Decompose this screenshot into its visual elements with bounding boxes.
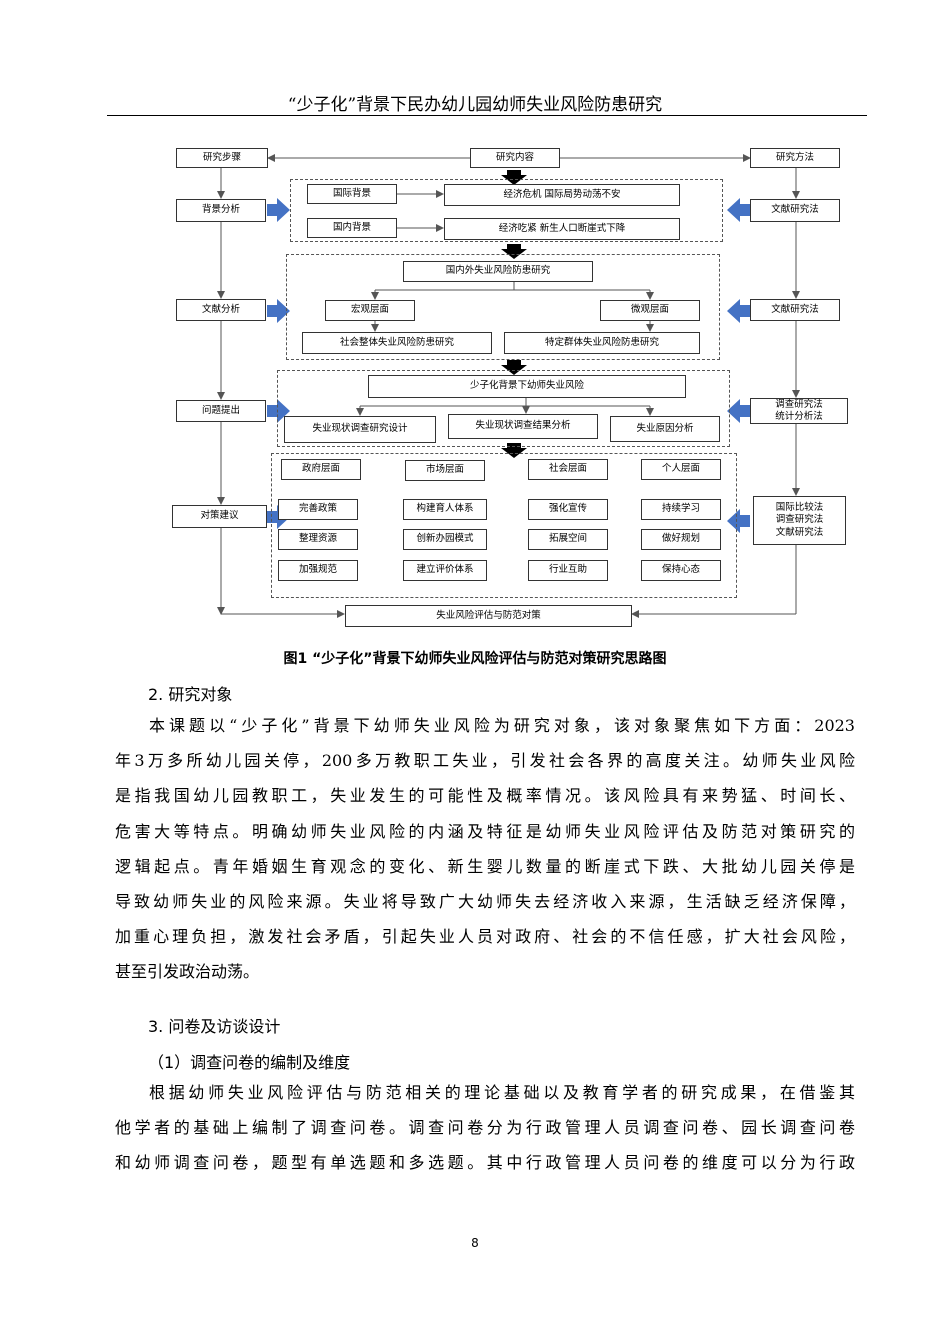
text-line: 逻辑起点。青年婚姻生育观念的变化、新生婴儿数量的断崖式下跌、大批幼儿园关停是 <box>115 856 855 876</box>
page-number: 8 <box>471 1236 479 1250</box>
final-outcome-box: 失业风险评估与防范对策 <box>345 605 632 627</box>
problem-item-cause-analysis: 失业原因分析 <box>610 416 720 442</box>
measure-cell: 建立评价体系 <box>403 560 487 581</box>
section-3-1-heading: （1）调查问卷的编制及维度 <box>148 1053 351 1072</box>
section-3-paragraph: 根据幼师失业风险评估与防范相关的理论基础以及教育学者的研究成果，在借鉴其 他学者… <box>115 1075 855 1181</box>
text-line: 加重心理负担，激发社会矛盾，引起失业人员对政府、社会的不信任感，扩大社会风险， <box>115 927 855 947</box>
literature-title-box: 国内外失业风险防患研究 <box>403 261 593 282</box>
intl-background-box: 国际背景 <box>307 184 397 204</box>
header-rule <box>107 115 867 116</box>
measure-cell: 行业互助 <box>528 560 608 581</box>
micro-desc-box: 特定群体失业风险防患研究 <box>504 332 700 354</box>
text-line: 他学者的基础上编制了调查问卷。调查问卷分为行政管理人员调查问卷、园长调查问卷 <box>115 1118 855 1138</box>
text-line: 本课题以“少子化”背景下幼师失业风险为研究对象，该对象聚焦如下方面：2023 <box>149 716 855 735</box>
measure-cell: 保持心态 <box>641 560 721 581</box>
measure-cell: 创新办园模式 <box>403 529 487 550</box>
intl-background-desc: 经济危机 国际局势动荡不安 <box>444 184 680 206</box>
domestic-background-box: 国内背景 <box>307 218 397 238</box>
problem-item-survey-design: 失业现状调查研究设计 <box>284 416 436 443</box>
step-countermeasures: 对策建议 <box>172 505 267 528</box>
page-header-title: “少子化”背景下民办幼儿园幼师失业风险防患研究 <box>287 95 663 115</box>
domestic-background-desc: 经济吃紧 新生人口断崖式下降 <box>444 218 680 240</box>
measure-cell: 加强规范 <box>278 560 358 581</box>
level-government: 政府层面 <box>281 459 361 480</box>
text-line: 年3万多所幼儿园关停，200多万教职工失业，引发社会各界的高度关注。幼师失业风险 <box>115 751 855 771</box>
text-line: 甚至引发政治动荡。 <box>115 962 260 982</box>
measure-cell: 完善政策 <box>278 499 358 520</box>
macro-level-box: 宏观层面 <box>325 300 415 321</box>
micro-level-box: 微观层面 <box>600 300 700 321</box>
measure-cell: 整理资源 <box>278 529 358 550</box>
measure-cell: 持续学习 <box>641 499 721 520</box>
research-methods-box: 研究方法 <box>750 148 840 168</box>
literature-section-frame <box>286 254 720 360</box>
text-line: 根据幼师失业风险评估与防范相关的理论基础以及教育学者的研究成果，在借鉴其 <box>149 1083 855 1102</box>
figure-caption: 图1 “少子化”背景下幼师失业风险评估与防范对策研究思路图 <box>283 651 667 667</box>
measure-cell: 拓展空间 <box>528 529 608 550</box>
step-literature-analysis: 文献分析 <box>176 299 266 321</box>
research-content-box: 研究内容 <box>470 148 560 168</box>
countermeasure-section-frame <box>271 453 737 598</box>
measure-cell: 强化宣传 <box>528 499 608 520</box>
problem-section-frame <box>277 370 730 447</box>
section-2-heading: 2. 研究对象 <box>148 685 233 704</box>
text-line: 危害大等特点。明确幼师失业风险的内涵及特征是幼师失业风险评估及防范对策研究的 <box>115 821 855 841</box>
measure-cell: 做好规划 <box>641 529 721 550</box>
step-problem-raising: 问题提出 <box>176 400 266 422</box>
section-3-heading: 3. 问卷及访谈设计 <box>148 1017 281 1036</box>
method-literature-1: 文献研究法 <box>750 199 840 222</box>
macro-desc-box: 社会整体失业风险防患研究 <box>302 332 492 354</box>
level-society: 社会层面 <box>528 459 608 480</box>
problem-title-box: 少子化背景下幼师失业风险 <box>368 375 686 398</box>
research-steps-box: 研究步骤 <box>176 148 268 168</box>
problem-item-result-analysis: 失业现状调查结果分析 <box>448 414 598 439</box>
text-line: 和幼师调查问卷，题型有单选题和多选题。其中行政管理人员问卷的维度可以分为行政 <box>115 1153 855 1173</box>
level-individual: 个人层面 <box>641 459 721 480</box>
step-background-analysis: 背景分析 <box>176 199 266 222</box>
measure-cell: 构建育人体系 <box>403 499 487 520</box>
background-section-frame <box>290 179 723 242</box>
research-flow-diagram <box>217 154 800 618</box>
connector-lines <box>217 154 800 618</box>
method-literature-2: 文献研究法 <box>750 299 840 321</box>
level-market: 市场层面 <box>405 460 485 481</box>
method-comparison-survey-literature: 国际比较法 调查研究法 文献研究法 <box>753 496 846 545</box>
section-2-paragraph: 本课题以“少子化”背景下幼师失业风险为研究对象，该对象聚焦如下方面：2023 年… <box>115 708 855 990</box>
method-survey-statistics: 调查研究法 统计分析法 <box>750 398 848 424</box>
blue-block-arrows <box>267 198 750 533</box>
text-line: 导致幼师失业的风险来源。失业将导致广大幼师失去经济收入来源，生活缺乏经济保障， <box>115 891 855 911</box>
text-line: 是指我国幼儿园教职工，失业发生的可能性及概率情况。该风险具有来势猛、时间长、 <box>115 786 855 806</box>
